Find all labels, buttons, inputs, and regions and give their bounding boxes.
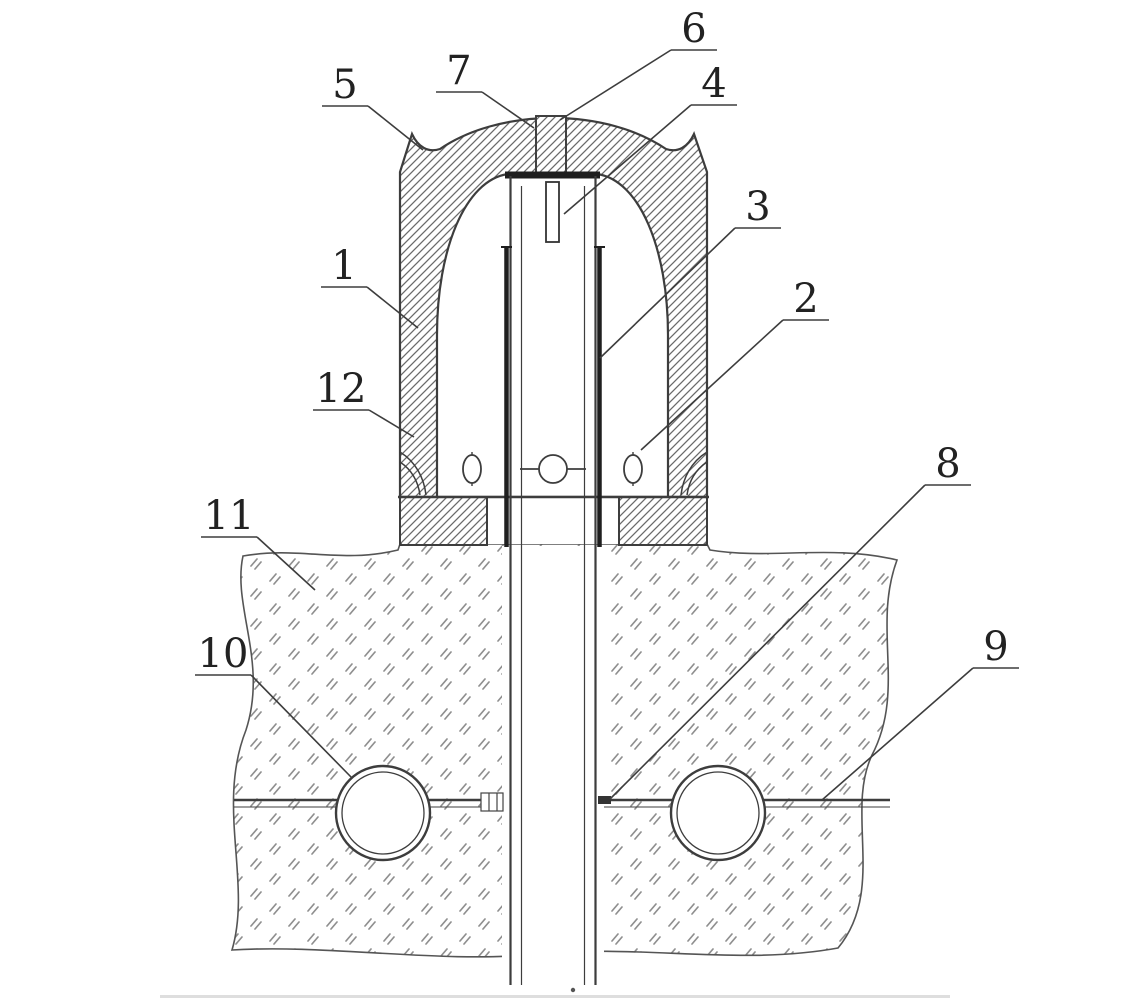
- base-block-left: [399, 496, 488, 546]
- side-slot-right: [623, 454, 643, 484]
- part-label-12: 12: [316, 366, 367, 412]
- leader-3: [599, 227, 781, 359]
- foot-grooves: [399, 451, 708, 496]
- part-labels: 5 7 6 4 3 2 1 12 11 10 8 9: [198, 6, 1009, 677]
- part-label-10: 10: [198, 631, 249, 677]
- leader-4: [563, 104, 737, 215]
- leader-lines: [195, 49, 1019, 801]
- center-hole: [538, 454, 568, 484]
- leader-12: [313, 409, 415, 438]
- base-flange: [398, 495, 709, 546]
- bolt-row: [462, 452, 643, 486]
- leader-5: [322, 105, 424, 151]
- part-label-2: 2: [793, 276, 818, 322]
- leader-8: [609, 484, 971, 800]
- side-slot-left: [462, 454, 482, 484]
- stray-mark: [570, 987, 576, 993]
- part-label-4: 4: [701, 61, 726, 107]
- leader-7: [436, 91, 535, 129]
- leader-11: [201, 536, 316, 591]
- pipe-slab-fitting: [480, 792, 611, 812]
- scan-edge-line: [160, 995, 950, 998]
- center-pipe: [501, 171, 605, 993]
- leader-6: [559, 49, 717, 121]
- duct-circle-left: [334, 764, 432, 862]
- duct-circle-right: [669, 764, 767, 862]
- leader-1: [321, 286, 419, 329]
- inner-rod: [545, 181, 560, 243]
- pipe-channel-clearance: [502, 546, 604, 984]
- leader-10: [195, 674, 353, 779]
- part-label-6: 6: [681, 6, 706, 52]
- leader-2: [640, 319, 829, 451]
- part-label-5: 5: [332, 62, 357, 108]
- part-label-9: 9: [983, 624, 1008, 670]
- part-label-8: 8: [935, 441, 960, 487]
- leader-9: [821, 667, 1019, 801]
- part-label-11: 11: [204, 493, 255, 539]
- ground-section: [230, 543, 899, 984]
- part-label-1: 1: [331, 243, 356, 289]
- part-label-3: 3: [745, 184, 770, 230]
- base-block-right: [618, 496, 708, 546]
- part-label-7: 7: [446, 48, 471, 94]
- top-pin: [535, 115, 567, 175]
